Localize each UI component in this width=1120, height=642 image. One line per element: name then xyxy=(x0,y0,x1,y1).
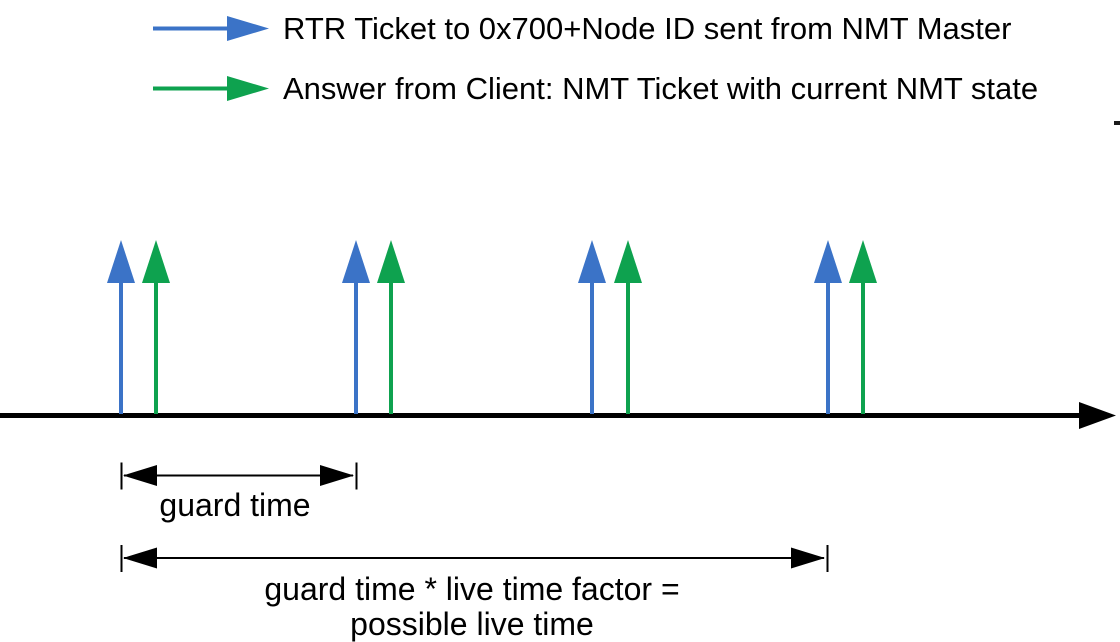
span-left-arrowhead-icon xyxy=(123,547,157,569)
answer-event-arrow xyxy=(849,240,877,414)
answer-event-arrow xyxy=(614,240,642,414)
live-time-span-arrow xyxy=(120,545,829,572)
answer-event-arrow xyxy=(142,240,170,414)
live-time-label-line1: guard time * live time factor = xyxy=(264,571,680,607)
rtr-event-arrow xyxy=(578,240,606,414)
legend-answer-arrow-icon xyxy=(153,76,269,101)
legend-rtr-arrow-icon xyxy=(153,16,269,41)
span-right-arrowhead-icon xyxy=(320,465,354,486)
timeline-arrowhead-icon xyxy=(1079,402,1116,429)
stray-mark xyxy=(1114,121,1120,125)
event-arrows xyxy=(107,240,877,414)
span-right-arrowhead-icon xyxy=(791,547,825,569)
rtr-event-arrow xyxy=(107,240,135,414)
guard-time-label: guard time xyxy=(159,487,311,523)
guard-time-span-arrow xyxy=(120,462,358,490)
timeline-axis xyxy=(0,402,1116,429)
rtr-event-arrow xyxy=(342,240,370,414)
live-time-label: guard time * live time factor = possible… xyxy=(172,572,772,642)
span-left-arrowhead-icon xyxy=(123,465,157,486)
legend-answer-label: Answer from Client: NMT Ticket with curr… xyxy=(283,71,1039,106)
legend-rtr-label: RTR Ticket to 0x700+Node ID sent from NM… xyxy=(283,11,1012,46)
rtr-event-arrow xyxy=(814,240,842,414)
live-time-label-line2: possible live time xyxy=(350,606,594,642)
answer-event-arrow xyxy=(377,240,405,414)
